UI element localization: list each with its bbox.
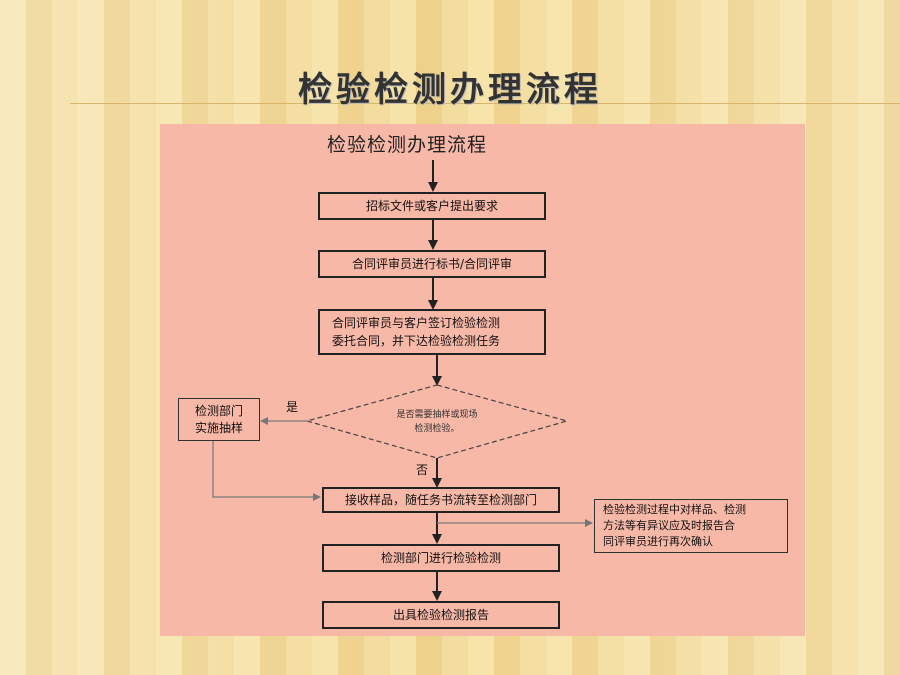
diagram-title: 检验检测办理流程 <box>327 134 488 156</box>
decision-label: 是否需要抽样或现场 检测检验。 <box>396 410 478 435</box>
slide-title: 检验检测办理流程 <box>298 70 602 110</box>
label-yes: 是 <box>286 400 299 414</box>
step-sign-contract: 合同评审员与客户签订检验检测 委托合同，并下达检验检测任务 <box>318 309 546 355</box>
step-issue-report: 出具检验检测报告 <box>322 601 560 629</box>
label-no: 否 <box>416 463 429 477</box>
note-box: 检验检测过程中对样品、检测 方法等有异议应及时报告合 同评审员进行再次确认 <box>594 499 788 553</box>
step-receive-sample: 接收样品，随任务书流转至检测部门 <box>322 487 560 513</box>
sampling-box: 检测部门 实施抽样 <box>178 398 260 441</box>
step-testing: 检测部门进行检验检测 <box>322 544 560 572</box>
connector-sampling-to-receive <box>212 441 321 501</box>
step-contract-review: 合同评审员进行标书/合同评审 <box>318 250 546 278</box>
decision-diamond <box>304 384 570 459</box>
diagram-panel <box>160 124 805 636</box>
title-rule <box>70 103 900 104</box>
step-requirement: 招标文件或客户提出要求 <box>318 192 546 220</box>
